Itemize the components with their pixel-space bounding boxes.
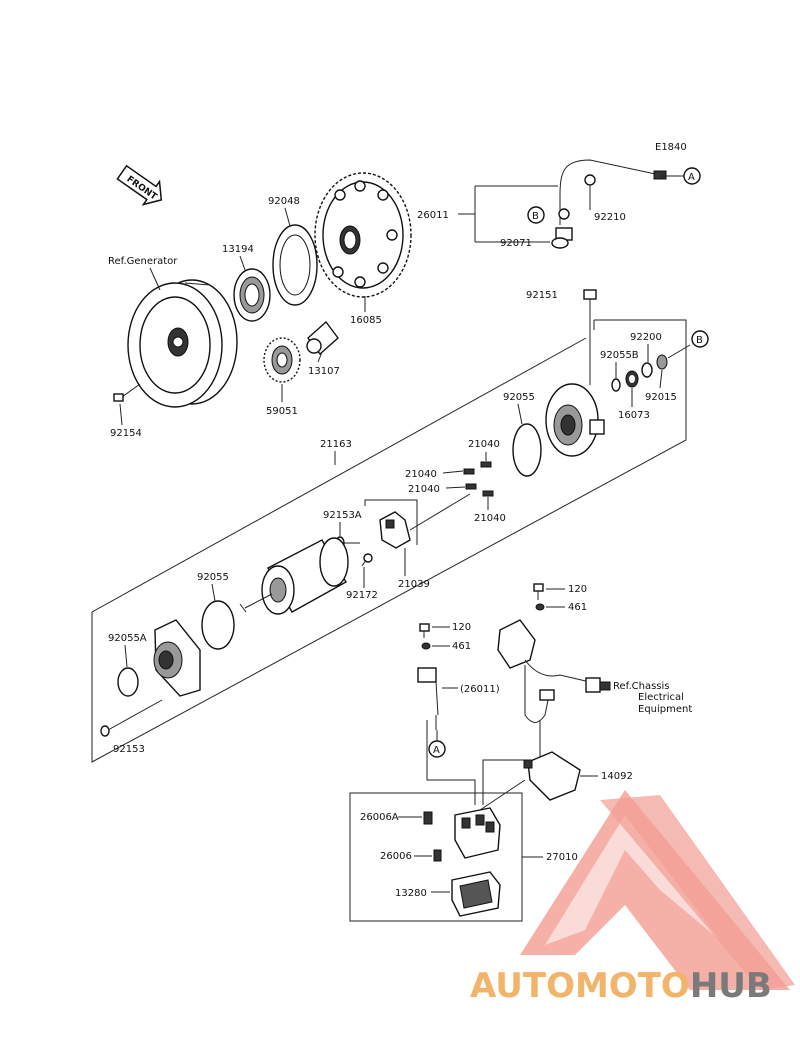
label-92055-mid: 92055 (197, 572, 229, 583)
label-92151: 92151 (526, 290, 558, 301)
callout-a-top-text: A (688, 172, 695, 183)
label-14092: 14092 (601, 771, 633, 782)
label-13280: 13280 (395, 888, 427, 899)
o-ring-92055A (117, 667, 139, 697)
callout-a-bottom-text: A (433, 745, 440, 756)
label-21039: 21039 (398, 579, 430, 590)
callout-b-mid-text: B (696, 335, 703, 346)
washer-92200 (641, 362, 653, 378)
label-13107: 13107 (308, 366, 340, 377)
brushes-21040 (463, 461, 494, 497)
plate-92048 (272, 224, 318, 306)
starter-relay (454, 807, 501, 859)
bolt-92153 (100, 699, 163, 737)
relay-case-14092 (479, 751, 581, 811)
label-92153: 92153 (113, 744, 145, 755)
label-21040-c: 21040 (408, 484, 440, 495)
label-92154: 92154 (110, 428, 142, 439)
label-92153A: 92153A (323, 510, 362, 521)
cable-26011 (551, 159, 667, 249)
brush-holder-21039 (379, 493, 471, 549)
label-59051: 59051 (266, 406, 298, 417)
nut-461-left (421, 642, 431, 650)
label-92200: 92200 (630, 332, 662, 343)
label-92071: 92071 (500, 238, 532, 249)
washer-92055B (611, 378, 621, 392)
fuse-26006A (423, 811, 433, 825)
label-21040-a: 21040 (468, 439, 500, 450)
label-92015: 92015 (645, 392, 677, 403)
callout-b-top (527, 206, 545, 224)
label-92055-top: 92055 (503, 392, 535, 403)
label-ref-chassis-2: Electrical (638, 692, 684, 703)
label-26011: 26011 (417, 210, 449, 221)
relay-cover-14092 (497, 619, 611, 723)
label-13194: 13194 (222, 244, 254, 255)
end-cover (545, 383, 605, 457)
label-92055A: 92055A (108, 633, 147, 644)
label-92055B: 92055B (600, 350, 639, 361)
label-92210: 92210 (594, 212, 626, 223)
label-461-a: 461 (568, 602, 587, 613)
label-16073: 16073 (618, 410, 650, 421)
starter-gear-16085 (314, 172, 412, 298)
front-arrow-icon: FRONT (116, 164, 163, 206)
watermark-logo (520, 790, 795, 990)
label-120-a: 120 (568, 584, 587, 595)
nut-16073 (625, 370, 639, 388)
label-ref-chassis-3: Equipment (638, 704, 692, 715)
bolt-120-right (533, 583, 544, 600)
screw-92172 (361, 553, 373, 567)
o-ring-92055-top (512, 423, 542, 477)
callout-b-mid (691, 330, 709, 348)
diagram-code: E1840 (655, 142, 687, 153)
label-92048: 92048 (268, 196, 300, 207)
label-26011-paren: (26011) (460, 684, 500, 695)
bolt-92151 (583, 289, 597, 385)
label-26006A: 26006A (360, 812, 399, 823)
label-21163: 21163 (320, 439, 352, 450)
label-16085: 16085 (350, 315, 382, 326)
label-27010: 27010 (546, 852, 578, 863)
shaft-13107 (306, 320, 339, 356)
fuse-26006 (433, 849, 442, 862)
relay-boot-13280 (451, 871, 501, 917)
cable-26011-lower (417, 667, 439, 730)
watermark-text: AUTOMOTOHUB (470, 966, 772, 1006)
bolt-92154 (113, 383, 141, 402)
starter-motor-frame (91, 319, 687, 763)
starter-yoke (239, 537, 349, 615)
callout-b-top-text: B (532, 211, 539, 222)
label-92172: 92172 (346, 590, 378, 601)
label-21040-d: 21040 (474, 513, 506, 524)
front-cover (153, 619, 201, 697)
label-120-b: 120 (452, 622, 471, 633)
label-ref-generator: Ref.Generator (108, 256, 178, 267)
nut-461-right (535, 603, 545, 611)
starter-clutch-13194 (233, 268, 271, 322)
label-21040-b: 21040 (405, 469, 437, 480)
o-ring-92055-mid (201, 600, 235, 650)
generator-rotor (127, 279, 238, 408)
label-26006: 26006 (380, 851, 412, 862)
bolt-120-left (419, 623, 430, 638)
label-ref-chassis-1: Ref.Chassis (613, 681, 669, 692)
nut-92015 (656, 354, 668, 370)
idler-gear-59051 (263, 337, 301, 383)
label-461-b: 461 (452, 641, 471, 652)
